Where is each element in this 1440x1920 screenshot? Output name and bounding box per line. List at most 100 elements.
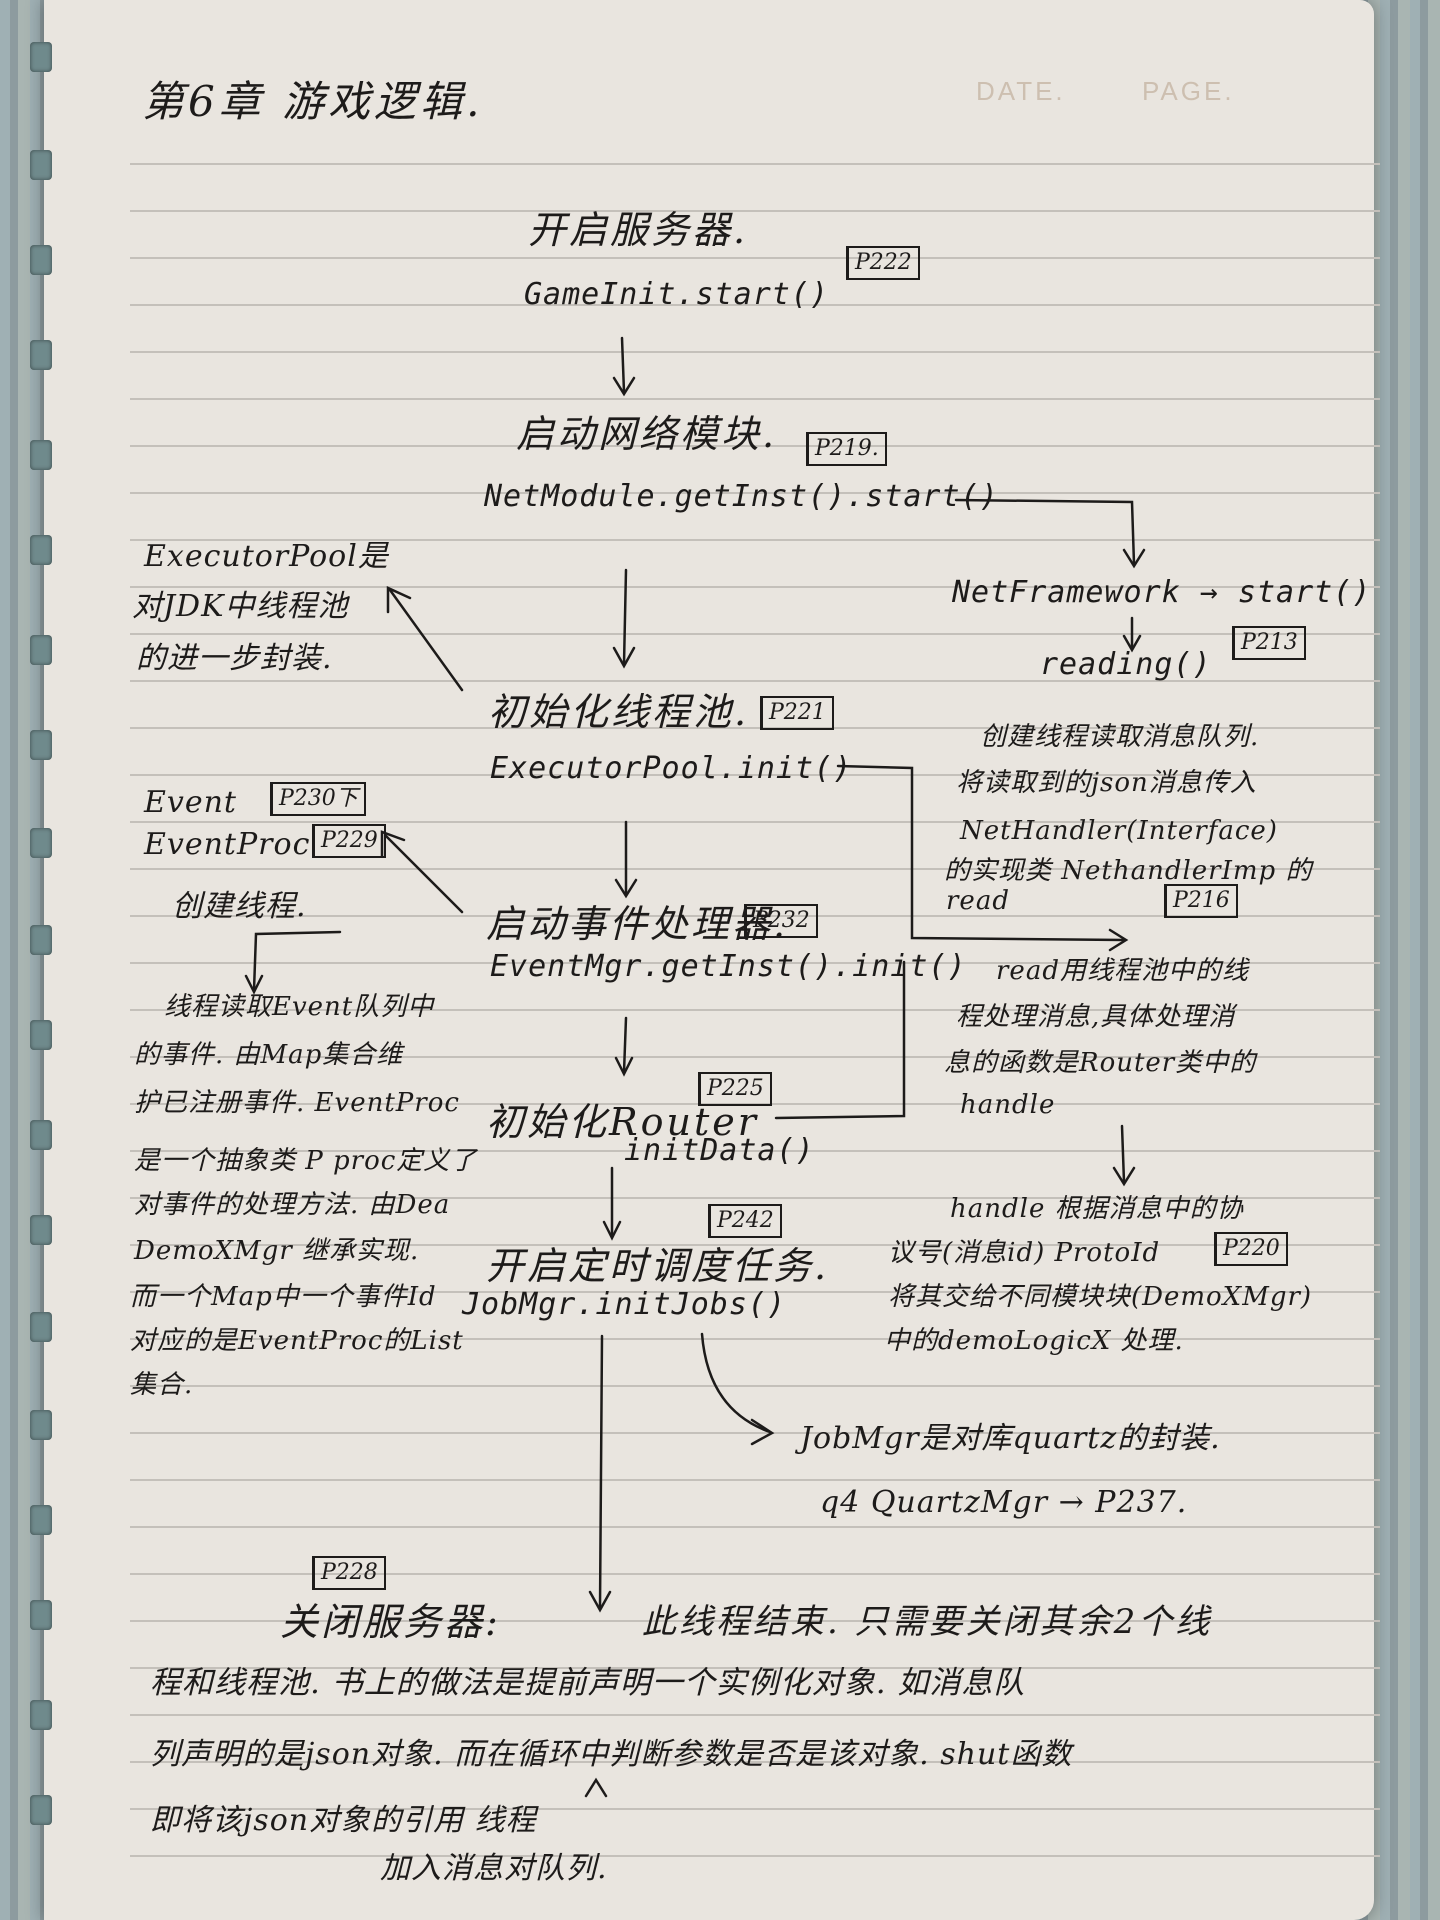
event-label: Event xyxy=(144,785,237,820)
binding-hole xyxy=(30,635,52,665)
shutdown-title: 关闭服务器: xyxy=(280,1600,501,1644)
page-ref-p225: P225 xyxy=(698,1072,772,1106)
arrow-jobs-to-jobmgr xyxy=(700,1332,772,1434)
shutdown-line: 列声明的是json对象. 而在循环中判断参数是否是该对象. shut函数 xyxy=(150,1737,1073,1772)
event-note-line: 是一个抽象类 P proc定义了 xyxy=(134,1146,478,1176)
page-ref-p232: P232 xyxy=(744,904,818,938)
page-ref-p228: P228 xyxy=(312,1556,386,1590)
read-note-line: handle xyxy=(960,1090,1056,1120)
event-mgr-code: EventMgr.getInst().init() xyxy=(490,949,967,984)
jobmgr-note-line: q4 QuartzMgr → P237. xyxy=(820,1485,1188,1520)
arrow-pool-to-read xyxy=(836,764,1126,942)
binding-hole xyxy=(30,1020,52,1050)
page-ref-p222: P222 xyxy=(846,246,920,280)
arrow-router-to-read xyxy=(774,960,906,1120)
net-note-line: 创建线程读取消息队列. xyxy=(980,722,1260,752)
page-ref-p221: P221 xyxy=(760,696,834,730)
event-note-line: 的事件. 由Map集合维 xyxy=(134,1040,404,1070)
net-note-line: 将读取到的json消息传入 xyxy=(956,768,1257,798)
notebook-page xyxy=(30,0,1380,1920)
start-server-code: GameInit.start() xyxy=(524,277,829,312)
arrowhead xyxy=(614,1056,634,1077)
reading-code: reading() xyxy=(1040,647,1212,682)
chapter-title: 第6章 游戏逻辑. xyxy=(142,77,484,126)
binding-hole xyxy=(30,730,52,760)
binding-hole xyxy=(30,1120,52,1150)
net-note-line: read xyxy=(946,886,1010,916)
handle-note-line: 议号(消息id) ProtoId xyxy=(888,1238,1161,1268)
arrowhead xyxy=(380,830,406,858)
arrowhead xyxy=(1122,634,1142,653)
jobmgr-note-line: JobMgr是对库quartz的封装. xyxy=(800,1421,1221,1456)
page-ref-p216: P216 xyxy=(1164,884,1238,918)
arrow-event-mgr-to-refs xyxy=(384,834,464,914)
handle-note-line: handle 根据消息中的协 xyxy=(950,1194,1244,1224)
event-note-line: 线程读取Event队列中 xyxy=(164,992,435,1022)
binding-hole xyxy=(30,340,52,370)
arrowhead xyxy=(612,646,636,669)
binding-hole xyxy=(30,1795,52,1825)
page-ref-p242: P242 xyxy=(708,1204,782,1238)
shutdown-line: 此线程结束. 只需要关闭其余2个线 xyxy=(642,1602,1213,1642)
arrow-start-to-network xyxy=(620,336,626,394)
binding-hole xyxy=(30,1410,52,1440)
arrow-pool-to-executor-note xyxy=(388,588,464,692)
executor-note-line: ExecutorPool是 xyxy=(144,539,389,574)
event-note-line: DemoXMgr 继承实现. xyxy=(134,1236,420,1266)
arrowhead xyxy=(1122,548,1146,569)
arrowhead xyxy=(602,1220,622,1241)
arrow-network-to-pool xyxy=(622,568,628,666)
read-note-line: read用线程池中的线 xyxy=(996,956,1249,986)
arrowhead xyxy=(612,376,636,397)
insertion-caret xyxy=(584,1777,608,1798)
binding-hole xyxy=(30,440,52,470)
arrow-network-to-netframework xyxy=(954,498,1136,566)
page-ref-p219: P219. xyxy=(806,432,887,466)
event-note-line: 对应的是EventProc的List xyxy=(130,1326,464,1356)
arrowhead xyxy=(386,586,412,614)
event-note-line: 集合. xyxy=(130,1370,194,1400)
executor-note-line: 的进一步封装. xyxy=(136,641,333,676)
handle-note-line: 中的demoLogicX 处理. xyxy=(884,1326,1184,1356)
handle-note-line: 将其交给不同模块块(DemoXMgr) xyxy=(888,1282,1313,1312)
jobs-code: JobMgr.initJobs() xyxy=(462,1287,787,1322)
binding-hole xyxy=(30,42,52,72)
router-title: 初始化Router xyxy=(486,1100,759,1144)
thread-pool-code: ExecutorPool.init() xyxy=(490,751,853,786)
create-thread-label: 创建线程. xyxy=(172,889,307,924)
arrowhead xyxy=(1112,1166,1136,1187)
binding-hole xyxy=(30,1600,52,1630)
shutdown-line: 加入消息对队列. xyxy=(380,1851,608,1886)
date-label: DATE. xyxy=(976,76,1066,106)
start-server-title: 开启服务器. xyxy=(528,208,749,252)
page-ref-p229: P229 xyxy=(312,824,386,858)
page-ref-p230: P230下 xyxy=(270,782,366,816)
event-note-line: 护已注册事件. EventProc xyxy=(134,1088,460,1118)
event-mgr-title: 启动事件处理器. xyxy=(486,902,789,946)
jobs-title: 开启定时调度任务. xyxy=(486,1244,830,1288)
executor-note-line: 对JDK中线程池 xyxy=(132,589,349,624)
binding-hole xyxy=(30,245,52,275)
arrow-jobs-to-shutdown xyxy=(598,1334,604,1610)
router-code: initData() xyxy=(624,1133,815,1168)
event-proc-label: EventProc xyxy=(144,827,311,862)
arrow-event-mgr-to-router xyxy=(622,1016,628,1074)
read-note-line: 程处理消息,具体处理消 xyxy=(956,1002,1236,1032)
binding-hole xyxy=(30,1700,52,1730)
binding-hole xyxy=(30,925,52,955)
page-ref-p220: P220 xyxy=(1214,1232,1288,1266)
shutdown-line: 即将该json对象的引用 线程 xyxy=(150,1803,537,1838)
binding-hole xyxy=(30,1215,52,1245)
arrowhead xyxy=(614,878,638,899)
net-note-line: NetHandler(Interface) xyxy=(960,816,1278,846)
arrowhead xyxy=(1108,928,1129,952)
binding-hole xyxy=(30,150,52,180)
page-ref-p213: P213 xyxy=(1232,626,1306,660)
page-label: PAGE. xyxy=(1142,76,1235,106)
net-framework-code: NetFramework → start() xyxy=(952,575,1372,610)
read-note-line: 息的函数是Router类中的 xyxy=(944,1048,1257,1078)
net-note-line: 的实现类 NethandlerImp 的 xyxy=(944,856,1313,886)
arrowhead xyxy=(750,1418,775,1446)
network-module-code: NetModule.getInst().start() xyxy=(484,479,999,514)
